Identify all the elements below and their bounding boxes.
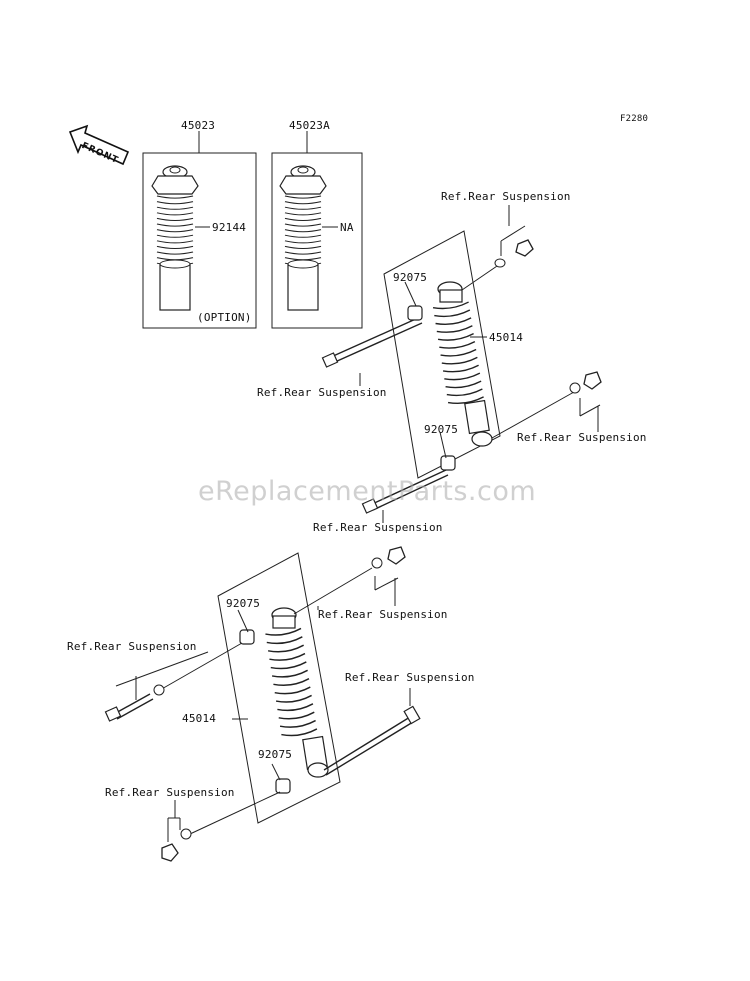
lower-ref-top-right[interactable]: Ref.Rear Suspension	[318, 608, 448, 621]
option-part-number-45023[interactable]: 45023	[181, 119, 216, 132]
lower-assembly	[104, 546, 421, 862]
upper-ref-top-left[interactable]: Ref.Rear Suspension	[257, 386, 387, 399]
option-note: (OPTION)	[197, 311, 252, 324]
watermark: eReplacementParts.com	[198, 476, 537, 507]
option-part-number-45023a[interactable]: 45023A	[289, 119, 330, 132]
upper-shock	[432, 281, 493, 447]
option-box-45023	[142, 131, 257, 329]
upper-bushing-bottom[interactable]: 92075	[424, 423, 459, 436]
lower-ref-right-bolt[interactable]: Ref.Rear Suspension	[345, 671, 475, 684]
option-spring-part-92144[interactable]: 92144	[212, 221, 247, 234]
lower-ref-bottom-left[interactable]: Ref.Rear Suspension	[105, 786, 235, 799]
upper-ref-bottom-right[interactable]: Ref.Rear Suspension	[517, 431, 647, 444]
lower-shock-part[interactable]: 45014	[182, 712, 217, 725]
option-box-45023a	[271, 131, 363, 329]
upper-ref-bottom-left[interactable]: Ref.Rear Suspension	[313, 521, 443, 534]
option-spring-part-na: NA	[340, 221, 354, 234]
upper-ref-top-right[interactable]: Ref.Rear Suspension	[441, 190, 571, 203]
lower-ref-left[interactable]: Ref.Rear Suspension	[67, 640, 197, 653]
lower-shock	[264, 607, 329, 778]
lower-bushing-top[interactable]: 92075	[226, 597, 261, 610]
option-shock-45023a	[279, 165, 327, 311]
upper-bushing-top[interactable]: 92075	[393, 271, 428, 284]
upper-shock-part[interactable]: 45014	[489, 331, 524, 344]
figure-code: F2280	[620, 114, 649, 124]
lower-bushing-bottom[interactable]: 92075	[258, 748, 293, 761]
upper-assembly	[321, 205, 602, 523]
option-shock-45023	[151, 165, 199, 311]
front-arrow-icon	[68, 124, 130, 166]
